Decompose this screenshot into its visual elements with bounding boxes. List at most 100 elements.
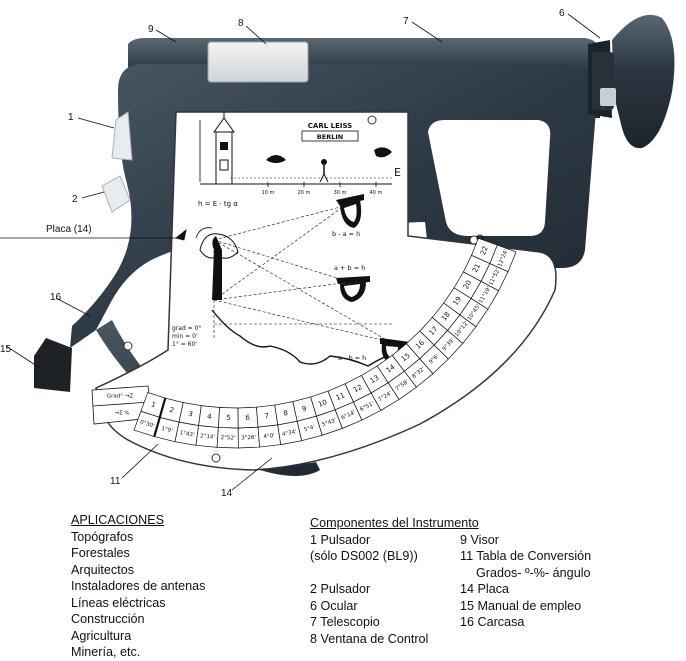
percent-value: 8 [283,409,289,418]
eyepiece-cup [612,14,675,149]
degree-value: 2°52' [221,435,236,441]
degree-value: 4°34' [282,429,298,438]
callout-1: 1 [68,112,74,123]
percent-value: 9 [301,405,307,414]
scale-tick-label: 30 m [334,190,347,196]
component-right: 11 Tabla de Conversión [460,549,592,563]
component-left [310,565,460,582]
callout-16: 16 [50,292,62,303]
height-formula: h = E · tg α [198,200,238,208]
distance-e-label: E [394,166,401,179]
percent-value: 5 [226,414,231,422]
components-list: Componentes del Instrumento 1 Pulsador 9 … [310,515,640,647]
callouts [0,13,601,491]
equation-top: b - a = h [332,230,360,238]
degree-value: 5°43' [321,418,337,428]
percent-value: 21 [471,262,482,274]
percent-value: 13 [369,374,381,385]
callout-2: 2 [72,194,78,205]
component-row: Grados- º-%- ángulo [310,565,640,582]
application-item: Agricultura [71,628,132,643]
brand-name: CARL LEISS [308,122,352,130]
percent-value: 3 [188,410,194,419]
percent-value: 17 [428,325,440,337]
component-right: 15 Manual de empleo [460,598,582,613]
degree-value: 1°9' [161,426,173,435]
component-row: 6 Ocular 15 Manual de empleo [310,598,640,615]
clinometer-icon-top [336,194,364,228]
scale-tick-label: 20 m [298,190,311,196]
application-item: Construcción [71,612,145,626]
degree-value: 1°43' [179,430,195,438]
table-divider [153,397,167,437]
application-item: Minería, etc. [71,645,141,659]
clinometer-icon-mid [336,276,370,302]
percent-value: 18 [440,311,452,323]
component-right: 14 Placa [460,582,510,596]
person-icon [319,159,329,183]
component-left: 1 Pulsador [310,532,371,547]
grad-line-1: grad = 0° [172,325,201,332]
components-heading: Componentes del Instrumento [310,516,479,530]
callout-11: 11 [110,476,121,487]
component-left: 7 Telescopio [310,615,380,629]
screw [211,453,221,463]
percent-value: 6 [245,414,250,422]
percent-value: 7 [264,412,269,420]
cloud-icon [374,147,392,158]
equation-mid: a + b = h [334,264,365,272]
callout-7: 7 [403,16,409,27]
percent-value: 22 [479,245,490,256]
grad-line-2: min = 0' [172,333,198,340]
callout-9: 9 [148,24,154,35]
application-item: Líneas eléctricas [71,595,166,610]
table-header: Grad° →Z →Σ % [91,385,153,425]
percent-value: 2 [169,406,175,415]
tree-icon [195,227,239,300]
component-row: (sólo DS002 (BL9))11 Tabla de Conversión [310,548,640,565]
callout-placa: Placa (14) [46,224,92,235]
component-row: 1 Pulsador 9 Visor [310,532,640,549]
component-right: 9 Visor [460,532,499,547]
percent-cell [471,237,498,264]
table-header-bottom: →Σ % [114,411,129,417]
sight-lines [213,205,392,343]
screw [367,115,377,125]
conversion-table: Grad° →Z →Σ % 0°30'11°9'21°43'32°14'42°5… [91,237,517,449]
grad-line-3: 1° = 60' [172,341,197,348]
percent-value: 1 [150,400,157,409]
degree-value: 3°26' [241,435,256,442]
component-left: 8 Ventana de Control [310,631,429,646]
degree-value: 6°14' [341,410,357,421]
percent-value: 20 [462,279,473,291]
percent-value: 15 [400,351,412,363]
terrain-line [211,309,403,367]
component-right: Grados- º-%- ángulo [476,565,591,580]
application-item: Forestales [71,546,130,560]
screw [123,341,133,351]
brand-box [301,130,359,142]
application-item: Instaladores de antenas [71,579,206,593]
callout-6: 6 [559,8,565,19]
percent-value: 14 [385,363,397,375]
component-left: 6 Ocular [310,598,358,613]
housing-arc [96,320,320,476]
push-button-1[interactable] [111,111,133,161]
degree-value: 0°30' [139,419,155,429]
callout-15: 15 [0,344,12,355]
degree-value: 4°0' [263,433,275,440]
sun-icon [266,155,286,163]
control-window [207,41,309,83]
brand-city: BERLIN [317,133,343,141]
application-item: Topógrafos [71,529,134,544]
callout-14: 14 [221,488,233,499]
eyepiece-highlight [600,88,616,106]
degree-value: 5°4' [303,425,315,434]
applications-heading: APLICACIONES [71,513,165,527]
percent-value: 19 [452,295,464,307]
push-button-2[interactable] [101,175,131,213]
manual-tab [34,338,72,392]
